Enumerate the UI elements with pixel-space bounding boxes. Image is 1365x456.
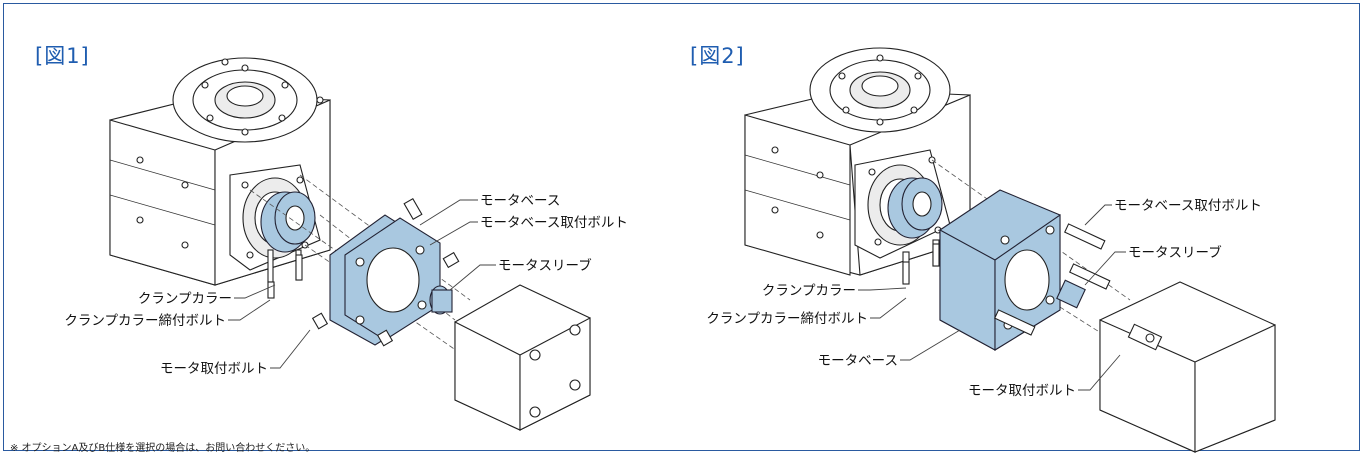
label-clamp-collar-bolt-1: クランプカラー締付ボルト [64,312,226,329]
label-clamp-collar-bolt-2: クランプカラー締付ボルト [706,310,868,327]
label-motor-base-bolt-2: モータベース取付ボルト [1114,198,1262,214]
motor-base-1 [329,214,441,346]
motor-1 [454,284,591,431]
clamp-collar-1 [260,191,316,283]
motor-2 [1099,281,1276,453]
figure-2-drawing [744,47,1276,453]
motor-sleeve-1 [429,285,453,315]
figure-1-drawing [109,57,591,431]
label-clamp-collar-1: クランプカラー [138,291,232,307]
figure-2-title: [図2] [690,44,745,68]
bolts-1 [267,197,460,347]
label-motor-base-bolt-1: モータベース取付ボルト [480,215,628,231]
label-motor-bolt-2: モータ取付ボルト [968,383,1076,399]
label-motor-bolt-1: モータ取付ボルト [160,361,268,377]
label-motor-base-1: モータベース [480,193,560,209]
label-motor-sleeve-2: モータスリーブ [1128,244,1222,261]
motor-sleeve-2 [1056,279,1086,309]
label-clamp-collar-2: クランプカラー [762,283,856,299]
figure-1-title: [図1] [35,44,90,68]
label-motor-sleeve-1: モータスリーブ [498,257,592,274]
label-motor-base-2: モータベース [818,353,898,369]
footnote: ※ オプションA及びB仕様を選択の場合は、お問い合わせください。 [10,443,316,454]
bolts-2 [902,223,1111,336]
